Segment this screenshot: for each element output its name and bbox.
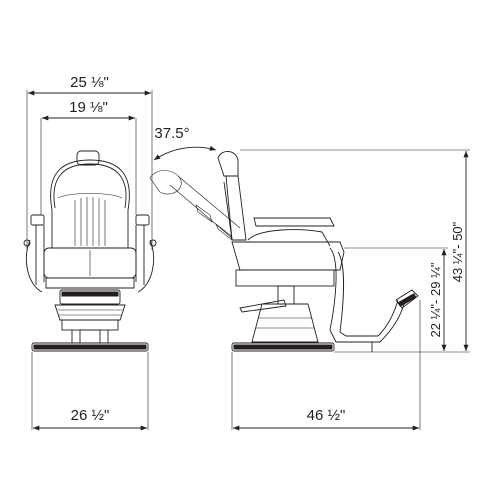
side-view <box>149 149 470 430</box>
base-width-label: 26 ½" <box>71 407 110 424</box>
front-view <box>23 90 157 430</box>
overall-width-label: 25 ⅛" <box>70 74 109 91</box>
overall-height-label: 43 ¼"- 50" <box>450 221 465 282</box>
seat-width-label: 19 ⅛" <box>69 99 108 116</box>
overall-depth-label: 46 ½" <box>307 407 346 424</box>
seat-height-label: 22 ¼"- 29 ¼" <box>428 262 443 337</box>
recline-angle-arc <box>153 145 217 161</box>
recline-angle-label: 37.5° <box>154 125 189 142</box>
